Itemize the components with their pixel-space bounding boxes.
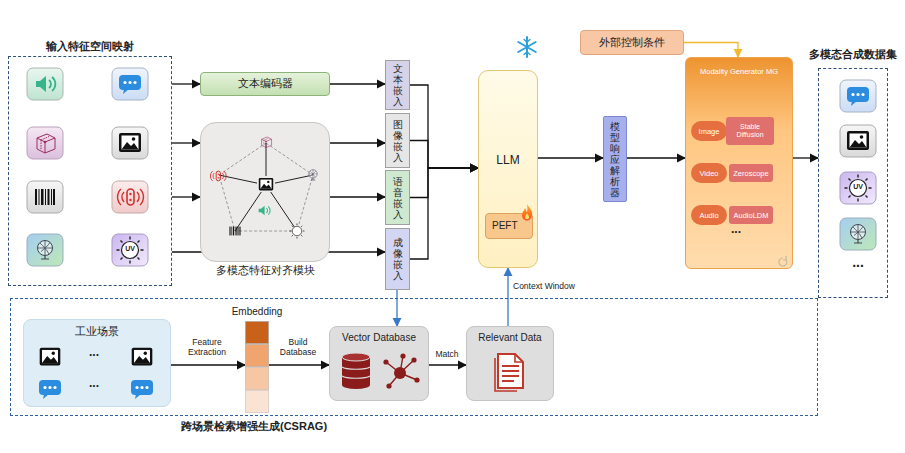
node-text: Audio — [699, 211, 718, 220]
edge-label: Build Database — [271, 338, 325, 358]
node-text: 文本嵌入 — [393, 63, 403, 107]
barcode-icon — [27, 181, 63, 213]
connector-arrow — [538, 157, 603, 158]
connector-arrow — [172, 196, 200, 197]
node-text: Image — [699, 127, 720, 136]
image-icon — [840, 125, 876, 157]
node-text: 图像嵌入 — [393, 119, 403, 163]
vector-db-box: Vector Database — [329, 326, 429, 401]
snowflake-icon — [518, 37, 535, 57]
embedding-band: 语音嵌入 — [385, 170, 410, 225]
connector-arrow — [684, 43, 738, 58]
node-text: Zeroscope — [733, 169, 768, 178]
embedding-squares — [245, 321, 269, 413]
embedding-band: 图像嵌入 — [385, 113, 410, 168]
embedding-band: 文本嵌入 — [385, 60, 410, 110]
connector-arrow — [171, 364, 245, 365]
connector-arrow — [793, 157, 818, 158]
node-text: 输入特征空间映射 — [9, 40, 171, 53]
icon-label: UV — [120, 245, 140, 252]
sensor-icon — [112, 181, 148, 213]
node-text: 外部控制条件 — [599, 36, 665, 49]
parser-band: 模型响应解析器 — [603, 116, 627, 202]
generator-panel: Modality Generator MG Image Stable Diffusi… — [685, 57, 793, 269]
node-text: 多模态合成数据集 — [809, 48, 897, 61]
modality-pill: Image — [691, 121, 727, 141]
embedding-stack: Embedding — [245, 321, 269, 413]
node-text: Relevant Data — [467, 332, 553, 344]
node-text: Stable Diffusion — [726, 123, 774, 138]
scene-box: 工业场景 — [23, 319, 171, 407]
icon-label: UV — [848, 183, 868, 190]
uv-icon — [840, 172, 876, 204]
connector-arrow — [429, 364, 466, 365]
globe-icon — [840, 218, 876, 250]
fire-icon — [520, 203, 534, 221]
connector-arrow — [330, 142, 385, 143]
model-box: AudioLDM — [729, 206, 772, 224]
edge-label: Match — [430, 350, 464, 360]
connector-arrow — [396, 290, 397, 326]
node-text: PEFT — [492, 220, 518, 232]
node-text: 跨场景检索增强生成(CSRAG) — [181, 420, 327, 433]
icon-label: ... — [723, 223, 749, 235]
node-text: AudioLDM — [733, 211, 768, 220]
node-text: 模型响应解析器 — [610, 121, 620, 198]
cube-icon — [27, 127, 63, 159]
relevant-data-box: Relevant Data — [466, 326, 554, 401]
chat-icon — [112, 68, 148, 100]
node-text: 语音嵌入 — [393, 176, 403, 220]
chat-icon — [840, 80, 876, 112]
icon-label: ... — [843, 255, 873, 269]
embedding-band: 成像嵌入 — [385, 228, 410, 290]
alignment-module: 多模态特征对齐模块 — [200, 122, 330, 262]
connector-arrow — [269, 364, 329, 365]
node-text: Embedding — [232, 306, 283, 318]
alignment-graph — [201, 123, 331, 263]
model-box: Stable Diffusion — [726, 117, 774, 145]
peft-box: PEFT — [485, 213, 533, 239]
connector-arrow — [172, 142, 200, 143]
uv-icon — [112, 234, 148, 266]
connector-arrow — [410, 168, 478, 198]
node-text: Vector Database — [330, 332, 428, 344]
speech-icon — [27, 68, 63, 100]
connector-arrow — [410, 168, 478, 259]
llm-box: LLM PEFT — [478, 70, 538, 268]
control-box: 外部控制条件 — [580, 30, 684, 55]
connector-arrow — [172, 83, 200, 84]
modality-pill: Audio — [691, 205, 727, 225]
node-text: 成像嵌入 — [393, 237, 403, 281]
icon-label: ... — [82, 377, 106, 389]
node-text: Video — [699, 169, 718, 178]
encoder-box: 文本编码器 — [200, 72, 330, 96]
input-region: 输入特征空间映射 — [8, 56, 172, 286]
connector-arrow — [410, 141, 478, 169]
edge-label: Feature Extraction — [174, 338, 240, 358]
node-text: Modality Generator MG — [686, 67, 792, 76]
modality-pill: Video — [691, 163, 727, 183]
connector-arrow — [330, 83, 385, 84]
node-text: LLM — [479, 153, 537, 167]
node-text: 工业场景 — [24, 325, 170, 338]
globe-icon — [27, 234, 63, 266]
image-icon — [112, 127, 148, 159]
model-box: Zeroscope — [729, 164, 772, 182]
connector-arrow — [410, 85, 478, 168]
connector-arrow — [627, 157, 685, 158]
csrag-region: 跨场景检索增强生成(CSRAG) 工业场景 Embedding Vector D… — [10, 298, 818, 416]
connector-arrow — [330, 196, 385, 197]
connector-arrow — [507, 268, 508, 326]
edge-label: Context Window — [513, 282, 593, 292]
node-text: 多模态特征对齐模块 — [171, 264, 359, 277]
icon-label: ... — [82, 346, 106, 358]
node-text: 文本编码器 — [238, 77, 293, 90]
